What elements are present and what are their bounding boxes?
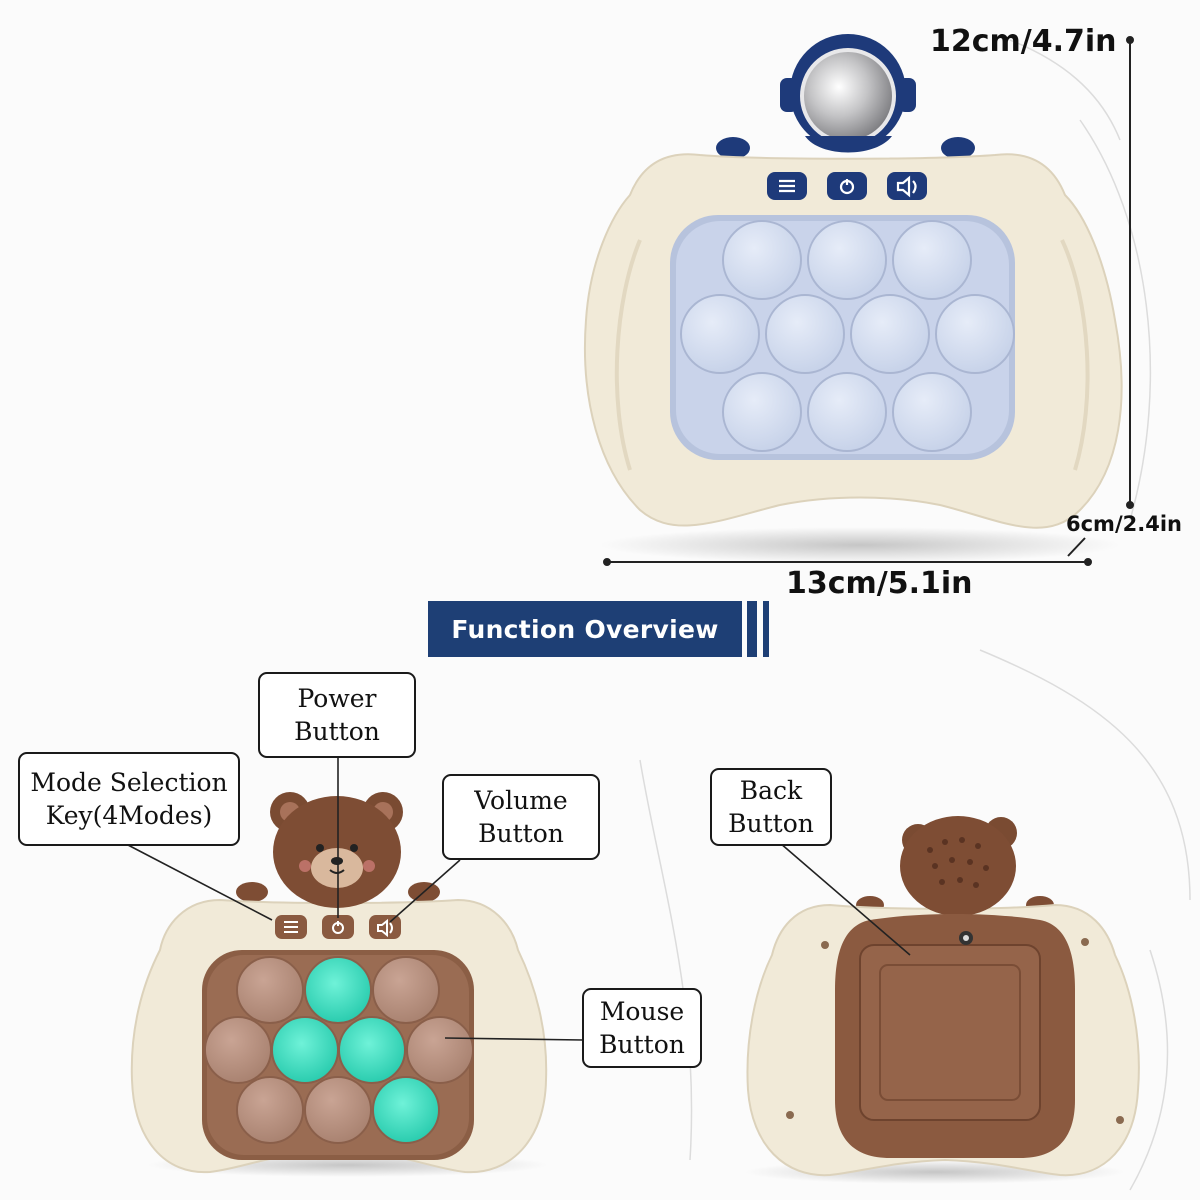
callout-line: Mouse: [599, 997, 685, 1026]
lit-bubble: [338, 1016, 406, 1084]
mouse-button-callout: Mouse Button: [582, 988, 702, 1068]
back-button-callout: Back Button: [710, 768, 832, 846]
bear-device-back: [745, 816, 1140, 1184]
banner-stripe: [747, 601, 757, 657]
lit-bubble: [304, 956, 372, 1024]
depth-dimension-label: 6cm/2.4in: [1066, 512, 1182, 536]
callout-line: Key(4Modes): [45, 801, 213, 830]
volume-button-callout: Volume Button: [442, 774, 600, 860]
background-sketch: [639, 39, 1191, 1191]
bubble: [204, 1016, 272, 1084]
bubble: [372, 956, 440, 1024]
callout-line: Button: [478, 819, 564, 848]
callout-line: Button: [728, 809, 814, 838]
astronaut-device: [583, 34, 1123, 563]
callout-line: Volume: [474, 786, 568, 815]
banner-stripe: [763, 601, 769, 657]
callout-line: Button: [294, 717, 380, 746]
callout-line: Back: [739, 776, 803, 805]
bubble: [236, 956, 304, 1024]
lit-bubble: [271, 1016, 339, 1084]
height-dimension-label: 12cm/4.7in: [930, 24, 1117, 59]
bubble: [304, 1076, 372, 1144]
callout-leaders: [127, 757, 911, 1041]
lit-bubble: [372, 1076, 440, 1144]
function-overview-banner: Function Overview: [428, 601, 742, 657]
bubble: [406, 1016, 474, 1084]
callout-line: Power: [297, 684, 377, 713]
callout-line: Mode Selection: [30, 768, 228, 797]
width-dimension-label: 13cm/5.1in: [786, 566, 973, 601]
callout-line: Button: [599, 1030, 685, 1059]
dimension-lines: [603, 36, 1134, 566]
bear-device-front: [130, 792, 548, 1177]
power-button-callout: Power Button: [258, 672, 416, 758]
bubble: [236, 1076, 304, 1144]
mode-selection-callout: Mode Selection Key(4Modes): [18, 752, 240, 846]
